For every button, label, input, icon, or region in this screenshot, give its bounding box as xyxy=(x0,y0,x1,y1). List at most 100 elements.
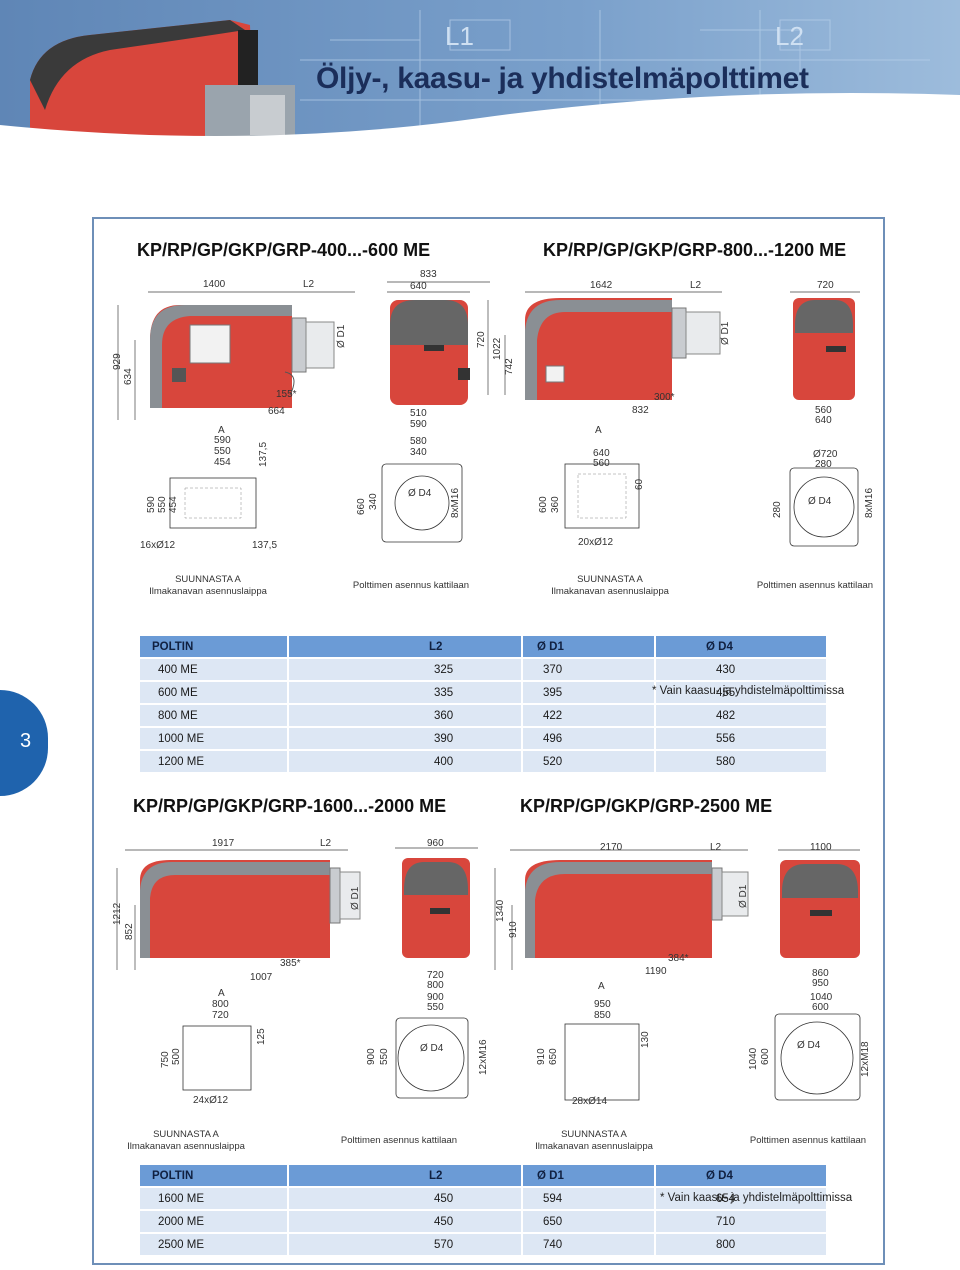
dim-960: 960 xyxy=(427,838,444,849)
table-cell: 556 xyxy=(655,726,828,750)
table-cell: 450 xyxy=(288,1186,523,1210)
table-cell: 600 ME xyxy=(140,680,289,704)
svg-text:L2: L2 xyxy=(775,21,804,51)
table-cell: 370 xyxy=(522,657,656,681)
dim-d4-s2-left: Ø D4 xyxy=(420,1043,444,1054)
dim-832: 832 xyxy=(632,405,649,416)
content-frame xyxy=(92,217,885,1265)
dim-650-v: 650 xyxy=(548,1048,559,1065)
table-header-cell: POLTIN xyxy=(140,636,289,658)
caption-flange-label: Ilmakanavan asennuslaippa xyxy=(551,586,669,597)
dim-600-v: 600 xyxy=(538,496,549,513)
dim-560b: 560 xyxy=(815,405,832,416)
table-cell: 650 xyxy=(522,1209,656,1233)
table-header-row: POLTIN L2 Ø D1 Ø D4 xyxy=(140,636,828,658)
dim-800: 800 xyxy=(212,999,229,1010)
dim-130-v: 130 xyxy=(640,1031,651,1048)
table-cell: 580 xyxy=(655,749,828,772)
dim-l2-s2-right: L2 xyxy=(710,842,722,853)
dim-640-right: 640 xyxy=(593,448,610,459)
dim-8xm16-right: 8xM16 xyxy=(864,487,875,518)
dim-a-right: A xyxy=(595,425,602,436)
caption-mount-1: Polttimen asennus kattilaan xyxy=(352,580,470,591)
table1-note: * Vain kaasu- ja yhdistelmäpolttimissa xyxy=(652,685,845,697)
dim-720-s2: 720 xyxy=(212,1010,229,1021)
dim-1100: 1100 xyxy=(810,842,832,853)
caption-mount-4: Polttimen asennus kattilaan xyxy=(749,1135,867,1146)
dim-720: 720 xyxy=(476,331,487,348)
dim-340-v: 340 xyxy=(368,493,379,510)
page-title: Öljy-, kaasu- ja yhdistelmäpolttimet xyxy=(316,62,809,95)
dim-800c: 800 xyxy=(427,980,444,991)
dim-l2-s2-left: L2 xyxy=(320,838,332,849)
section1-right-title: KP/RP/GP/GKP/GRP-800...-1200 ME xyxy=(543,240,847,260)
dim-24x12: 24xØ12 xyxy=(193,1095,229,1106)
caption-view-a-label: SUUNNASTA A xyxy=(153,1129,219,1140)
dim-360-v: 360 xyxy=(550,496,561,513)
dim-750-v: 750 xyxy=(160,1051,171,1068)
dim-860: 860 xyxy=(812,968,829,979)
dim-929: 929 xyxy=(112,353,123,370)
dim-a-left: A xyxy=(218,425,225,436)
dim-950: 950 xyxy=(594,999,611,1010)
dim-742: 742 xyxy=(504,358,515,375)
table-cell: 455 xyxy=(655,680,828,704)
section2-left-title: KP/RP/GP/GKP/GRP-1600...-2000 ME xyxy=(133,796,447,816)
dim-550-v: 550 xyxy=(379,1048,390,1065)
dim-a-s2-right: A xyxy=(598,981,605,992)
dim-720-right: 720 xyxy=(817,280,834,291)
dim-137-5: 137,5 xyxy=(252,540,278,551)
table-cell: 360 xyxy=(288,703,523,727)
dim-137-5-v: 137,5 xyxy=(258,441,269,467)
dim-590: 590 xyxy=(214,435,231,446)
dim-580: 580 xyxy=(410,436,427,447)
caption-view-a-label: SUUNNASTA A xyxy=(561,1129,627,1140)
dim-155: 155* xyxy=(276,389,297,400)
dim-2170: 2170 xyxy=(600,842,623,853)
dim-12xm16: 12xM16 xyxy=(478,1039,489,1075)
table2-note: * Vain kaasu- ja yhdistelmäpolttimissa xyxy=(660,1192,853,1204)
page-header: L1 L2 Öljy-, kaasu- ja yhdistelmäpolttim… xyxy=(0,0,960,175)
table-cell: 1200 ME xyxy=(140,749,289,772)
dim-d4-right: Ø D4 xyxy=(808,496,832,507)
dim-600b: 600 xyxy=(812,1002,829,1013)
dim-850: 850 xyxy=(594,1010,611,1021)
table-cell: 1600 ME xyxy=(140,1186,289,1210)
table-cell: 1000 ME xyxy=(140,726,289,750)
table-header-cell: POLTIN xyxy=(140,1165,289,1187)
table-header-cell: Ø D4 xyxy=(655,636,828,658)
dim-8xm16-left: 8xM16 xyxy=(450,487,461,518)
dim-280-v: 280 xyxy=(772,501,783,518)
dim-28x14: 28xØ14 xyxy=(572,1096,608,1107)
dim-125-v: 125 xyxy=(256,1028,267,1045)
caption-flange-label: Ilmakanavan asennuslaippa xyxy=(149,586,267,597)
table-cell: 400 xyxy=(288,749,523,772)
table-cell: 570 xyxy=(288,1232,523,1255)
dim-d4-s2-right: Ø D4 xyxy=(797,1040,821,1051)
section2-right-title: KP/RP/GP/GKP/GRP-2500 ME xyxy=(520,796,773,816)
dim-590b: 590 xyxy=(410,419,427,430)
dim-852: 852 xyxy=(124,923,135,940)
dim-280: 280 xyxy=(815,459,832,470)
table-cell: 710 xyxy=(655,1209,828,1233)
table-cell: 800 xyxy=(655,1232,828,1255)
table-cell: 335 xyxy=(288,680,523,704)
table-cell: 800 ME xyxy=(140,703,289,727)
dim-900c: 900 xyxy=(427,992,444,1003)
dim-640b: 640 xyxy=(815,415,832,426)
table-cell: 325 xyxy=(288,657,523,681)
dim-664: 664 xyxy=(268,406,285,417)
dim-660-v: 660 xyxy=(356,498,367,515)
dim-634: 634 xyxy=(123,368,134,385)
dim-d1-s2-right: Ø D1 xyxy=(738,884,749,908)
dim-500-v: 500 xyxy=(171,1048,182,1065)
